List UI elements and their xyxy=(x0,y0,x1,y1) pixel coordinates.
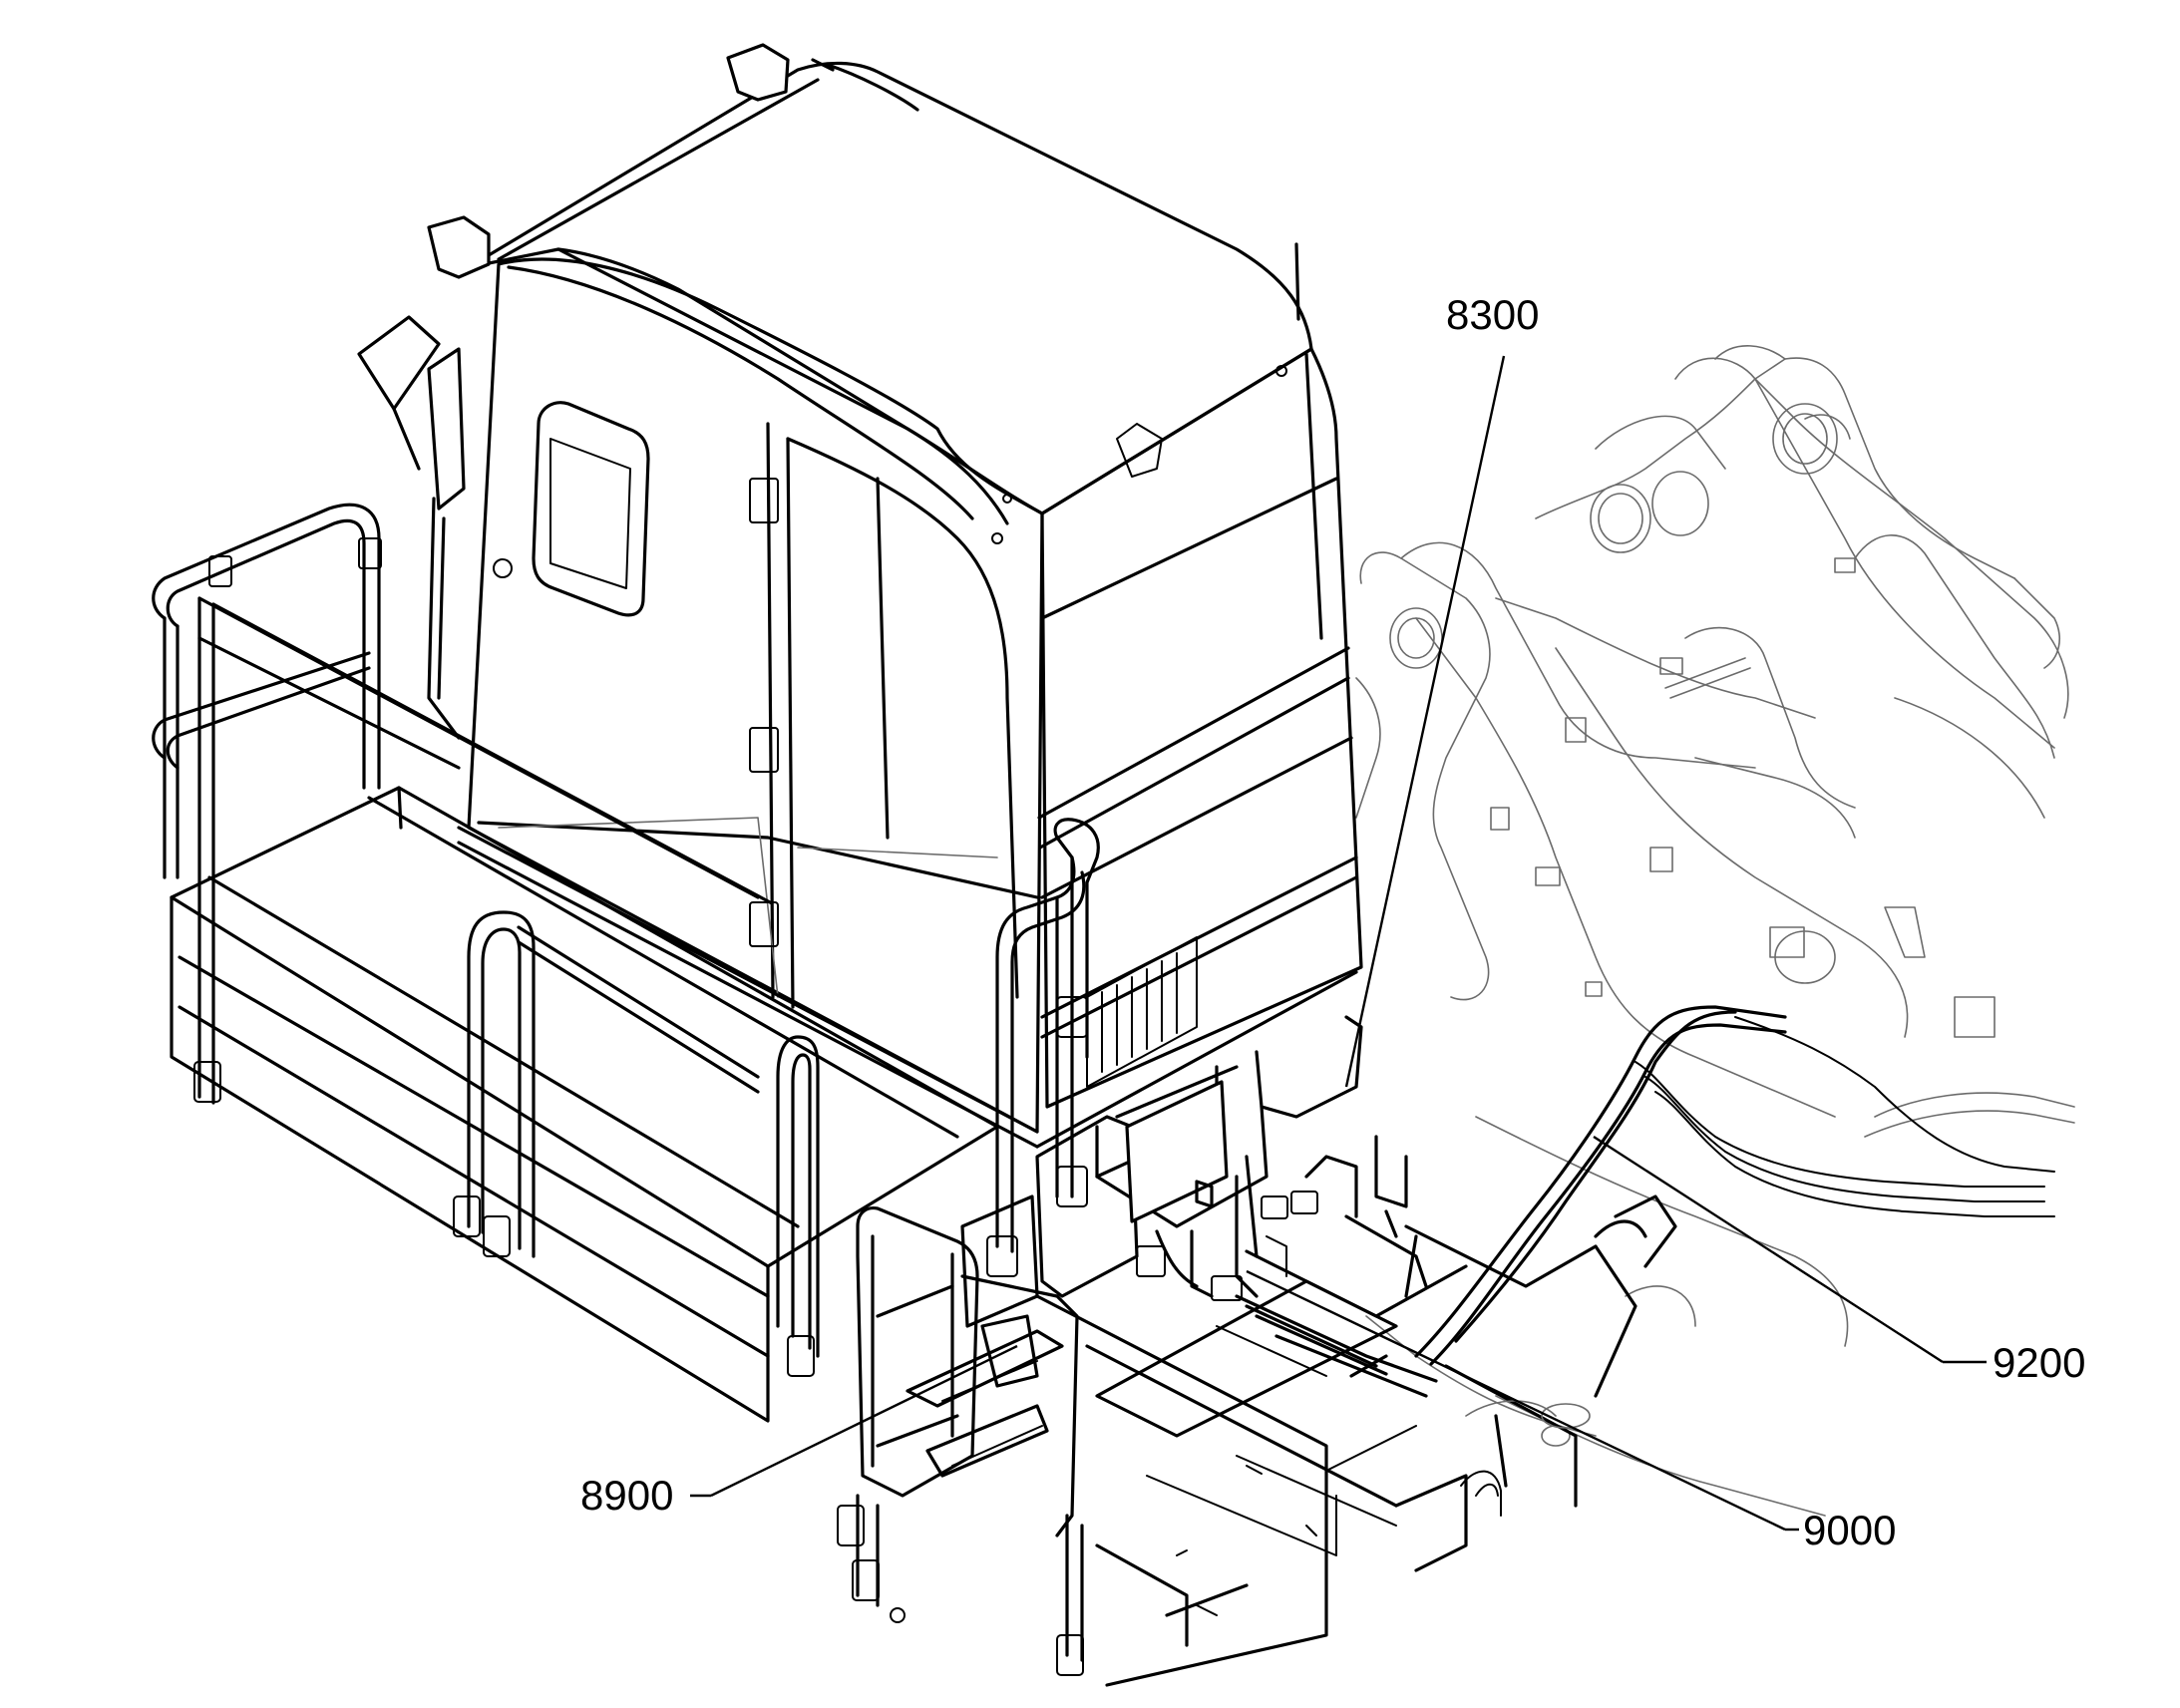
callout-label-9000: 9000 xyxy=(1803,1507,1896,1553)
callout-8300: 8300 xyxy=(1344,291,1539,1088)
callout-8900: 8900 xyxy=(580,1344,1018,1519)
boom-frame-structure xyxy=(1355,345,2075,1517)
upper-frame-floor xyxy=(1035,1195,1677,1687)
hydraulic-hose-bundle xyxy=(1414,1005,2055,1366)
callout-9000: 9000 xyxy=(1246,1269,1896,1553)
access-step-and-handrail xyxy=(837,818,1139,1676)
operator-cab xyxy=(357,43,1363,1149)
callout-label-9200: 9200 xyxy=(1993,1339,2085,1386)
electrical-box-and-harness xyxy=(1095,1015,1438,1398)
callout-9200: 9200 xyxy=(1593,1135,2085,1386)
callout-label-8900: 8900 xyxy=(580,1472,673,1519)
left-walkway-platform xyxy=(152,503,999,1423)
callout-label-8300: 8300 xyxy=(1446,291,1539,338)
